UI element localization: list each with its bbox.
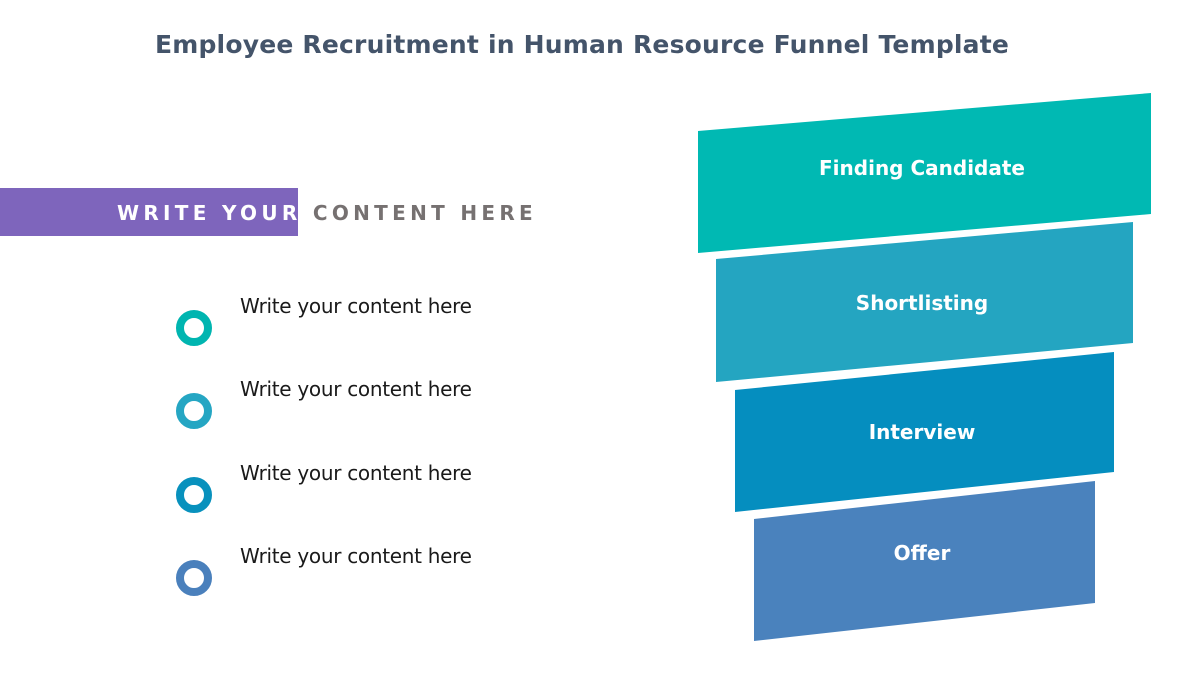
funnel-stage-finding-candidate	[698, 93, 1151, 253]
ring-bullet-icon	[176, 477, 212, 513]
list-item: Write your content here	[176, 544, 536, 600]
banner-highlight-bar	[0, 188, 298, 236]
funnel-stage-label: Interview	[868, 420, 976, 444]
section-heading-highlight: WRITE YOUR	[117, 201, 302, 225]
funnel-stage-label: Offer	[893, 541, 951, 565]
list-item-text: Write your content here	[240, 461, 472, 485]
list-item-text: Write your content here	[240, 294, 472, 318]
ring-bullet-icon	[176, 310, 212, 346]
funnel-stage-offer	[754, 481, 1095, 641]
section-heading-rest: CONTENT HERE	[301, 201, 537, 225]
funnel-stage-shortlisting	[716, 222, 1133, 382]
funnel-stage-label: Shortlisting	[855, 291, 989, 315]
section-heading: WRITE YOUR CONTENT HERE	[117, 200, 537, 226]
page-title: Employee Recruitment in Human Resource F…	[154, 30, 1010, 59]
ring-bullet-icon	[176, 560, 212, 596]
funnel-stage-label: Finding Candidate	[819, 156, 1025, 180]
funnel-stage-interview	[735, 352, 1114, 512]
list-item: Write your content here	[176, 377, 536, 433]
ring-bullet-icon	[176, 393, 212, 429]
list-item: Write your content here	[176, 294, 536, 350]
list-item-text: Write your content here	[240, 377, 472, 401]
list-item: Write your content here	[176, 461, 536, 517]
list-item-text: Write your content here	[240, 544, 472, 568]
